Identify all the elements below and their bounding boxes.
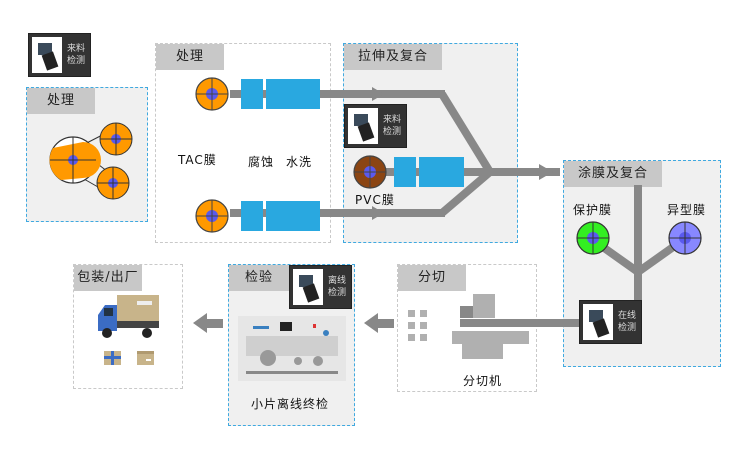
pvc-roll-icon <box>353 155 387 189</box>
washing-block-top <box>266 79 320 109</box>
arrow-right-icon <box>539 164 553 180</box>
special-film-roll-icon <box>668 221 702 255</box>
washing-block-bottom <box>266 201 320 231</box>
camera-label-line2: 检测 <box>382 127 401 137</box>
truck-icon <box>98 295 159 338</box>
camera-label-line2: 检测 <box>327 288 346 298</box>
protect-film-label: 保护膜 <box>573 203 613 217</box>
package-box-icon <box>137 351 154 365</box>
slitting-machine-label: 分切机 <box>463 374 503 388</box>
arrow-right-icon <box>372 206 384 220</box>
inspection-machine-image <box>238 316 346 381</box>
section-title: 包装/出厂 <box>74 265 142 291</box>
pvc-block-1 <box>394 157 416 187</box>
camera-icon <box>32 37 62 73</box>
corrosion-block-top <box>241 79 263 109</box>
roll-small-top-icon <box>99 122 133 156</box>
corrosion-block-bottom <box>241 201 263 231</box>
tac-film-label: TAC膜 <box>178 153 217 167</box>
pipe-bottom-diag <box>439 168 493 217</box>
special-film-label: 异型膜 <box>667 203 707 217</box>
pipe-coating-right <box>635 241 679 276</box>
camera-label-line2: 检测 <box>617 323 636 333</box>
inspection-machine-label: 小片离线终检 <box>251 397 330 411</box>
camera-icon <box>583 304 613 340</box>
section-title: 检验 <box>229 265 289 291</box>
section-title: 涂膜及复合 <box>564 161 662 187</box>
camera-offline: 离线检测 <box>289 265 352 309</box>
section-title: 处理 <box>27 88 95 114</box>
washing-label: 水洗 <box>286 155 313 169</box>
pvc-film-label: PVC膜 <box>355 193 395 207</box>
arrow-left-shaft <box>205 319 223 328</box>
section-title: 分切 <box>398 265 466 291</box>
camera-label-line2: 检测 <box>66 56 85 66</box>
section-title: 处理 <box>156 44 224 70</box>
section-left-treatment: 处理 <box>26 87 148 222</box>
protect-film-roll-icon <box>576 221 610 255</box>
camera-label-line1: 离线 <box>327 276 346 286</box>
camera-icon <box>293 269 323 305</box>
camera-label-line1: 在线 <box>617 311 636 321</box>
roll-small-bottom-icon <box>96 166 130 200</box>
camera-incoming-top: 来料检测 <box>28 33 91 77</box>
corrosion-label: 腐蚀 <box>248 155 275 169</box>
pvc-block-2 <box>419 157 464 187</box>
roll-main-icon <box>49 136 101 184</box>
section-title: 拉伸及复合 <box>344 44 442 70</box>
pipe-coating-left <box>597 241 641 276</box>
camera-icon <box>348 108 378 144</box>
camera-label-line1: 来料 <box>382 115 401 125</box>
pipe-top-diag <box>438 91 494 175</box>
arrow-right-icon <box>372 87 384 101</box>
camera-label-line1: 来料 <box>66 44 85 54</box>
camera-online: 在线检测 <box>579 300 642 344</box>
arrow-left-shaft <box>376 319 394 328</box>
package-blue-icon <box>104 351 121 365</box>
arrow-left-icon <box>364 313 378 333</box>
camera-incoming-pvc: 来料检测 <box>344 104 407 148</box>
arrow-left-icon <box>193 313 207 333</box>
